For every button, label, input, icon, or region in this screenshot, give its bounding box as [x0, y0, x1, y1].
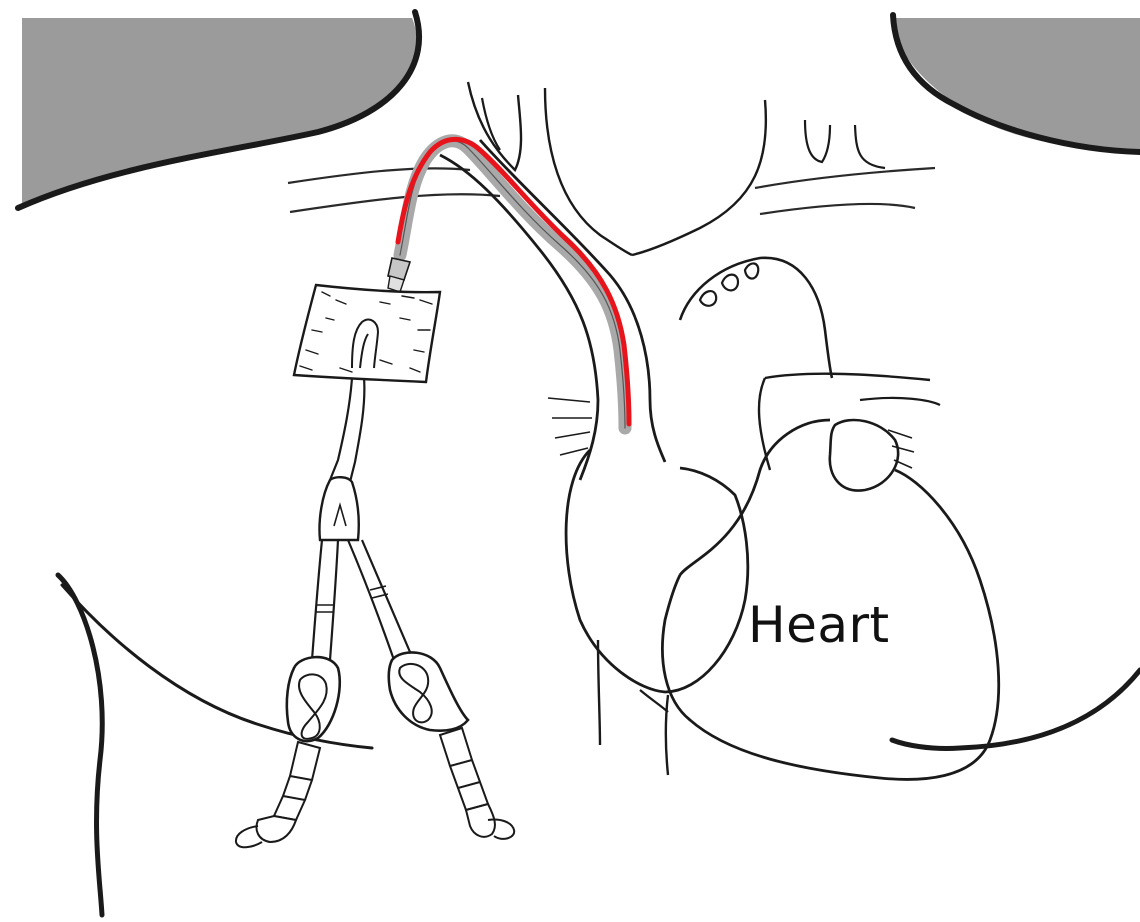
right-connector	[440, 728, 488, 810]
right-clavicle-line-lower	[760, 204, 915, 214]
pulmonary-artery-branch	[860, 398, 940, 405]
left-cap	[257, 816, 297, 842]
right-torso-outline	[892, 670, 1140, 748]
right-atrium	[566, 450, 748, 692]
left-torso-outline	[58, 575, 102, 915]
pulmonary-trunk	[765, 374, 930, 380]
pulmonary-artery-right	[759, 378, 770, 470]
heart-label: Heart	[748, 596, 890, 654]
left-connector	[274, 742, 320, 820]
extension-tube	[330, 378, 364, 482]
dressing-pad	[294, 285, 440, 382]
aorta-descending	[640, 690, 668, 712]
right-lumen-tube	[348, 540, 410, 660]
aorta-branch-3	[745, 263, 758, 278]
left-lumen-tube	[312, 540, 338, 660]
right-neck-vessel-1	[805, 120, 830, 162]
right-clavicle-line-upper	[755, 168, 935, 188]
svc-fibers	[548, 398, 592, 455]
left-clavicle-line-upper	[288, 168, 470, 183]
left-shoulder	[22, 18, 417, 205]
aorta-branch-1	[700, 291, 716, 306]
left-clavicle-line-lower	[290, 194, 500, 212]
right-neck-vessel-2	[855, 125, 885, 168]
trachea-right	[632, 100, 766, 255]
aorta-branch-2	[722, 275, 738, 291]
left-lumen-band	[315, 605, 334, 612]
left-clamp	[287, 657, 340, 741]
